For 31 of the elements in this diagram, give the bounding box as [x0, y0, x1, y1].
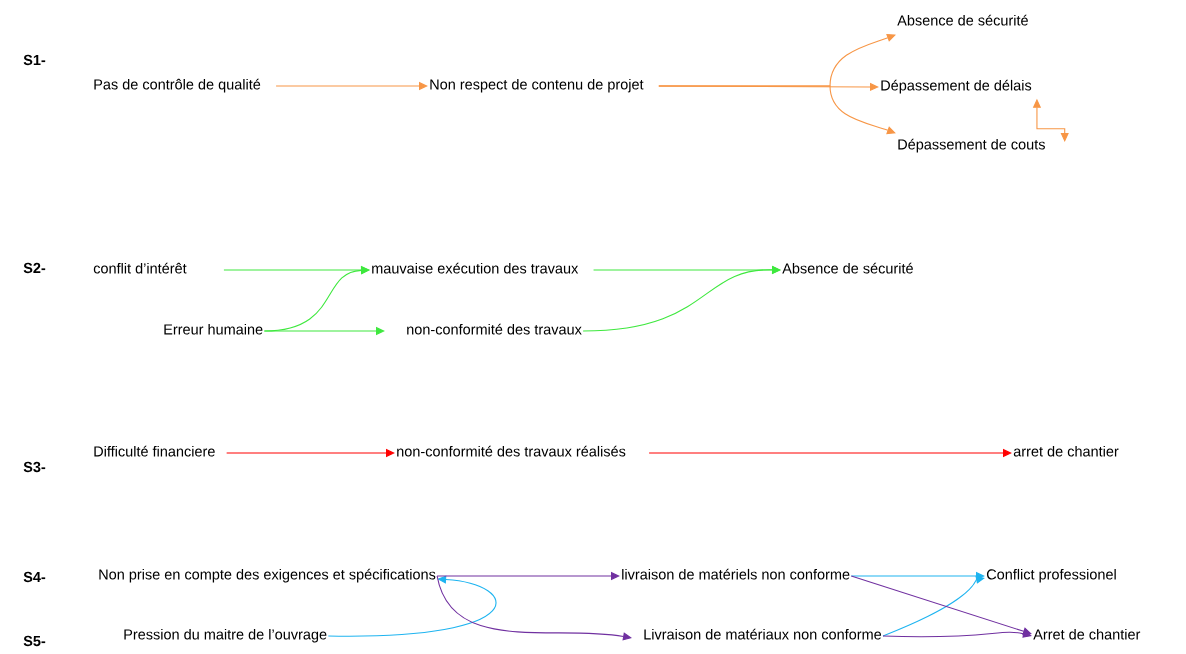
node-text: non-conformité des travaux réalisés [397, 445, 626, 457]
scenario-label: S3- [23, 461, 46, 473]
arrow [436, 575, 632, 641]
node-text: Pression du maitre de l’ouvrage [124, 628, 327, 643]
node-text: Arret de chantier [1033, 628, 1141, 640]
node-text: Difficulté financiere [94, 445, 215, 457]
node-text: Erreur humaine [164, 323, 263, 335]
node-text: Dépassement de délais [881, 79, 1032, 94]
scenario-label: S4- [23, 571, 46, 583]
node-text: Absence de sécurité [782, 262, 913, 274]
node-text: Absence de sécurité [897, 14, 1028, 26]
arrow [658, 85, 896, 135]
arrow [882, 575, 985, 637]
arrow [882, 629, 1032, 638]
arrow [582, 265, 781, 332]
node-text: mauvaise exécution des travaux [372, 262, 579, 274]
arrow [327, 575, 497, 637]
node-text: Dépassement de couts [898, 138, 1045, 153]
node-text: Pas de contrôle de qualité [94, 78, 261, 93]
scenario-label: S2- [23, 262, 46, 274]
node-text: non-conformité des travaux [407, 323, 582, 335]
node-text: conflit d’intérêt [93, 262, 187, 274]
node-text: Non prise en compte des exigences et spécifications [99, 568, 436, 583]
node-text: arret de chantier [1013, 445, 1119, 457]
node-text: livraison de matériels non conforme [622, 568, 850, 580]
node-text: Non respect de contenu de projet [430, 78, 644, 93]
node-text: Conflict professionel [986, 568, 1116, 583]
node-text: Livraison de matériaux non conforme [644, 628, 882, 640]
scenario-label: S5- [23, 635, 46, 647]
scenario-label: S1- [23, 54, 46, 66]
arrow [850, 575, 1032, 636]
